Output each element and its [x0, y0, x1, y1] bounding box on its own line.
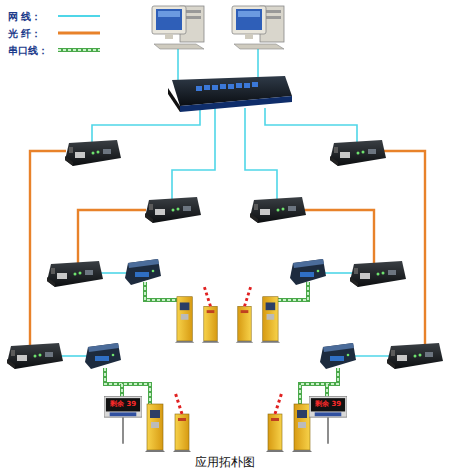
legend-label: 网 线： — [8, 11, 41, 22]
legend-label: 光 纤： — [8, 28, 41, 39]
caption: 应用拓朴图 — [195, 456, 255, 469]
legend-label: 串口线： — [8, 45, 48, 56]
display-text: 剩余 39 — [110, 401, 136, 409]
display-text: 剩余 39 — [315, 401, 341, 409]
